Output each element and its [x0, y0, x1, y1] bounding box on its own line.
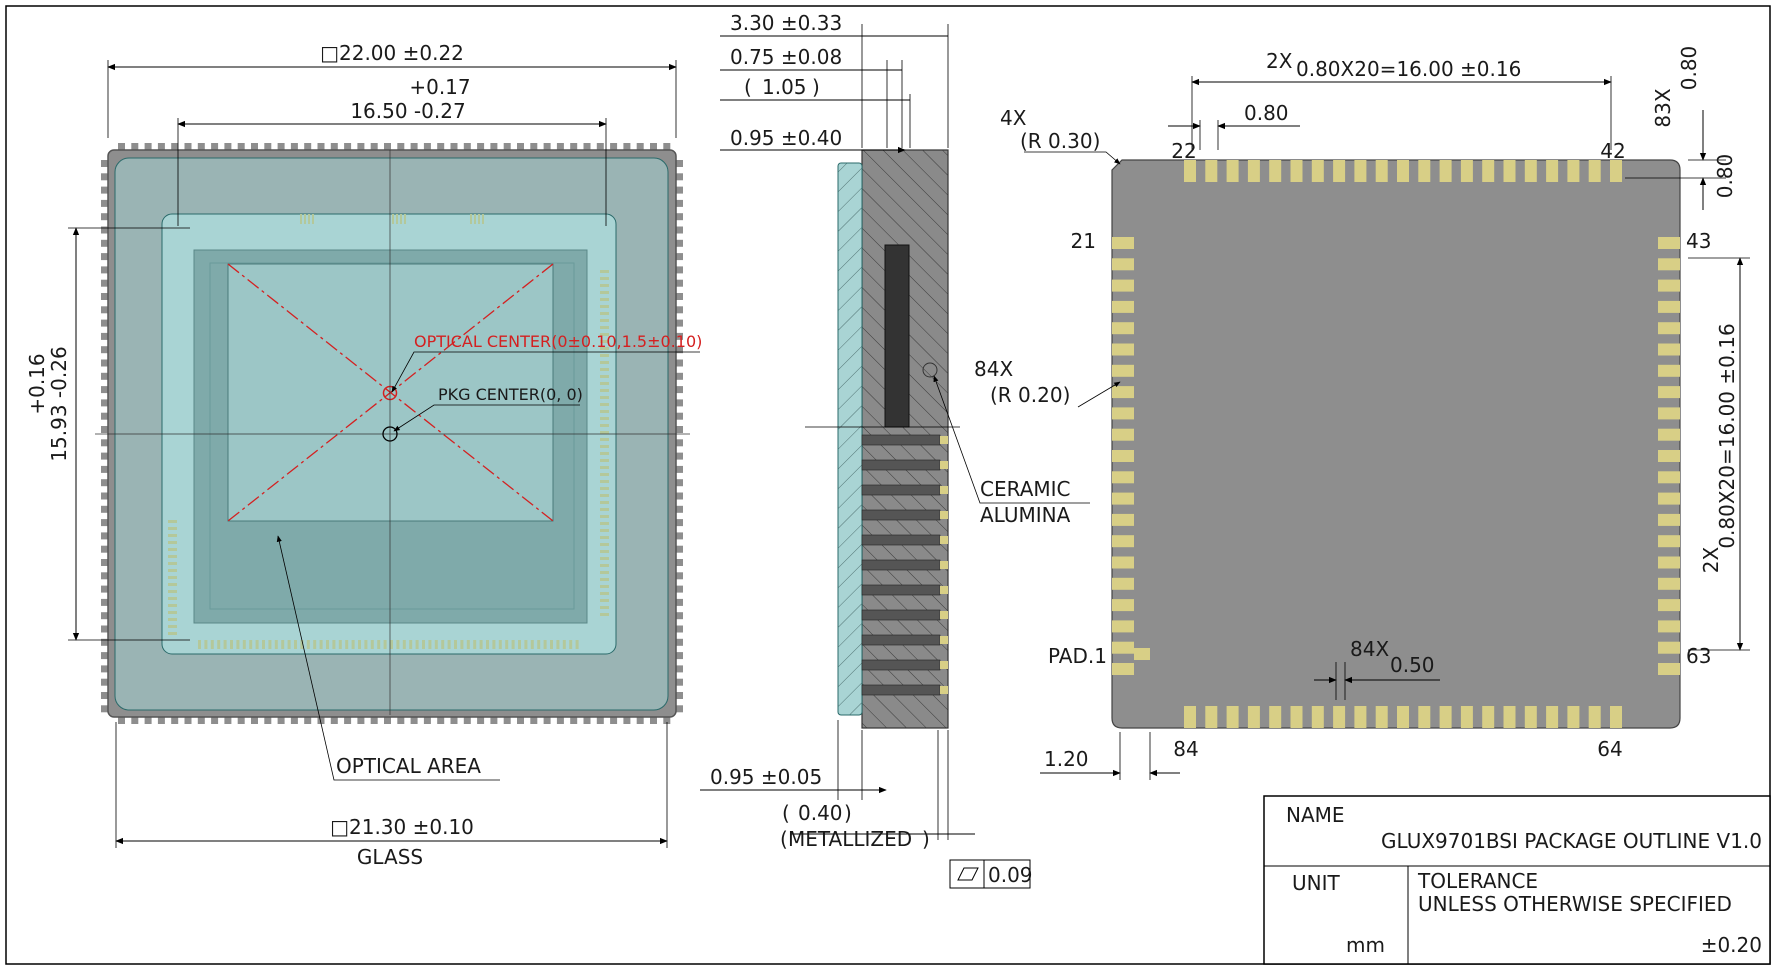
drawing-border — [5, 5, 1771, 965]
side-span-dim: 0.80X20=16.00 ±0.16 — [1715, 323, 1739, 548]
pad-width-dim: 0.50 — [1390, 653, 1435, 677]
glass-layer — [837, 162, 863, 716]
pin-42-label: 42 — [1600, 139, 1625, 163]
glass-size-dim: □21.30 ±0.10 — [330, 815, 474, 839]
glass-thickness-dim: 0.95 ±0.05 — [710, 765, 822, 789]
side-corner-radius: (R 0.20) — [990, 383, 1070, 407]
flatness-value: 0.09 — [988, 863, 1033, 887]
pin-64-label: 64 — [1597, 737, 1622, 761]
corner-radius: (R 0.30) — [1020, 129, 1100, 153]
height-size-dim: 15.93 -0.26 — [47, 346, 71, 461]
side-pad-pitch-2: 0.80 — [1713, 154, 1737, 199]
pad-width-count: 84X — [1350, 637, 1389, 661]
height-tol-dim: +0.16 — [25, 353, 49, 414]
svg-text:(: ( — [782, 801, 790, 825]
optical-area-label: OPTICAL AREA — [336, 754, 481, 778]
pad-offset-dim: 1.20 — [1044, 747, 1089, 771]
material-alumina: ALUMINA — [980, 503, 1071, 527]
tolerance-value: ±0.20 — [1701, 933, 1762, 957]
inner-size-tol: +0.17 — [409, 75, 470, 99]
layer-a-dim: 0.75 ±0.08 — [730, 45, 842, 69]
tolerance-label-1: TOLERANCE — [1417, 869, 1538, 893]
top-pitch-count: 2X — [1266, 49, 1293, 73]
flatness-icon — [957, 867, 979, 881]
svg-text:): ) — [922, 827, 930, 851]
pkg-center-label: PKG CENTER(0, 0) — [438, 385, 583, 404]
pkg-center-marker — [382, 426, 398, 442]
bottom-pads — [1112, 160, 1680, 728]
optical-center-label: OPTICAL CENTER(0±0.10,1.5±0.10) — [414, 332, 702, 351]
side-span-count: 2X — [1699, 546, 1723, 573]
pin-43-label: 43 — [1686, 229, 1711, 253]
outer-size-dim: □22.00 ±0.22 — [320, 41, 464, 65]
glass-offset-dim: 0.95 ±0.40 — [730, 126, 842, 150]
name-label: NAME — [1286, 803, 1345, 827]
top-pitch-span: 0.80X20=16.00 ±0.16 — [1296, 57, 1521, 81]
package-castellations — [101, 143, 683, 724]
side-pad-pitch-1: 0.80 — [1677, 46, 1701, 91]
pad-1-label: PAD.1 — [1048, 644, 1107, 668]
svg-text:(: ( — [744, 75, 752, 99]
title-block: NAME GLUX9701BSI PACKAGE OUTLINE V1.0 UN… — [1263, 795, 1771, 965]
layer-b-dim: 1.05 — [762, 75, 807, 99]
optical-diagonal-2 — [227, 263, 554, 522]
metallized-value: 0.40 — [798, 801, 843, 825]
front-view: □22.00 ±0.22 +0.17 16.50 -0.27 +0.16 15.… — [25, 41, 702, 869]
side-pin-slots — [861, 434, 948, 696]
side-pad-count: 83X — [1651, 88, 1675, 127]
die-bond-pads — [168, 214, 609, 649]
pin-22-label: 22 — [1171, 139, 1196, 163]
pin-63-label: 63 — [1686, 644, 1711, 668]
corner-count: 4X — [1000, 106, 1027, 130]
top-pitch-value: 0.80 — [1244, 101, 1289, 125]
corner-radius-marker — [922, 362, 938, 378]
unit-value: mm — [1346, 933, 1385, 957]
svg-text:): ) — [812, 75, 820, 99]
bottom-package-body — [1111, 159, 1681, 729]
inner-size-dim: 16.50 -0.27 — [350, 99, 465, 123]
pin-21-label: 21 — [1071, 229, 1096, 253]
glass-label: GLASS — [357, 845, 423, 869]
side-view: 3.30 ±0.33 0.75 ±0.08 ( 1.05 ) 0.95 ±0.4… — [700, 11, 1090, 889]
tolerance-label-2: UNLESS OTHERWISE SPECIFIED — [1418, 892, 1732, 916]
die-cavity — [884, 244, 910, 428]
name-value: GLUX9701BSI PACKAGE OUTLINE V1.0 — [1381, 829, 1762, 853]
bottom-view: 2X 0.80X20=16.00 ±0.16 0.80 4X (R 0.30) … — [1000, 46, 1750, 780]
die-inner — [209, 262, 575, 610]
material-ceramic: CERAMIC — [980, 477, 1071, 501]
unit-label: UNIT — [1292, 871, 1340, 895]
total-height-dim: 3.30 ±0.33 — [730, 11, 842, 35]
side-corner-count: 84X — [974, 357, 1013, 381]
pin-84-label: 84 — [1173, 737, 1198, 761]
svg-text:(: ( — [780, 827, 788, 851]
metallized-label: METALLIZED — [788, 827, 912, 851]
svg-text:): ) — [844, 801, 852, 825]
